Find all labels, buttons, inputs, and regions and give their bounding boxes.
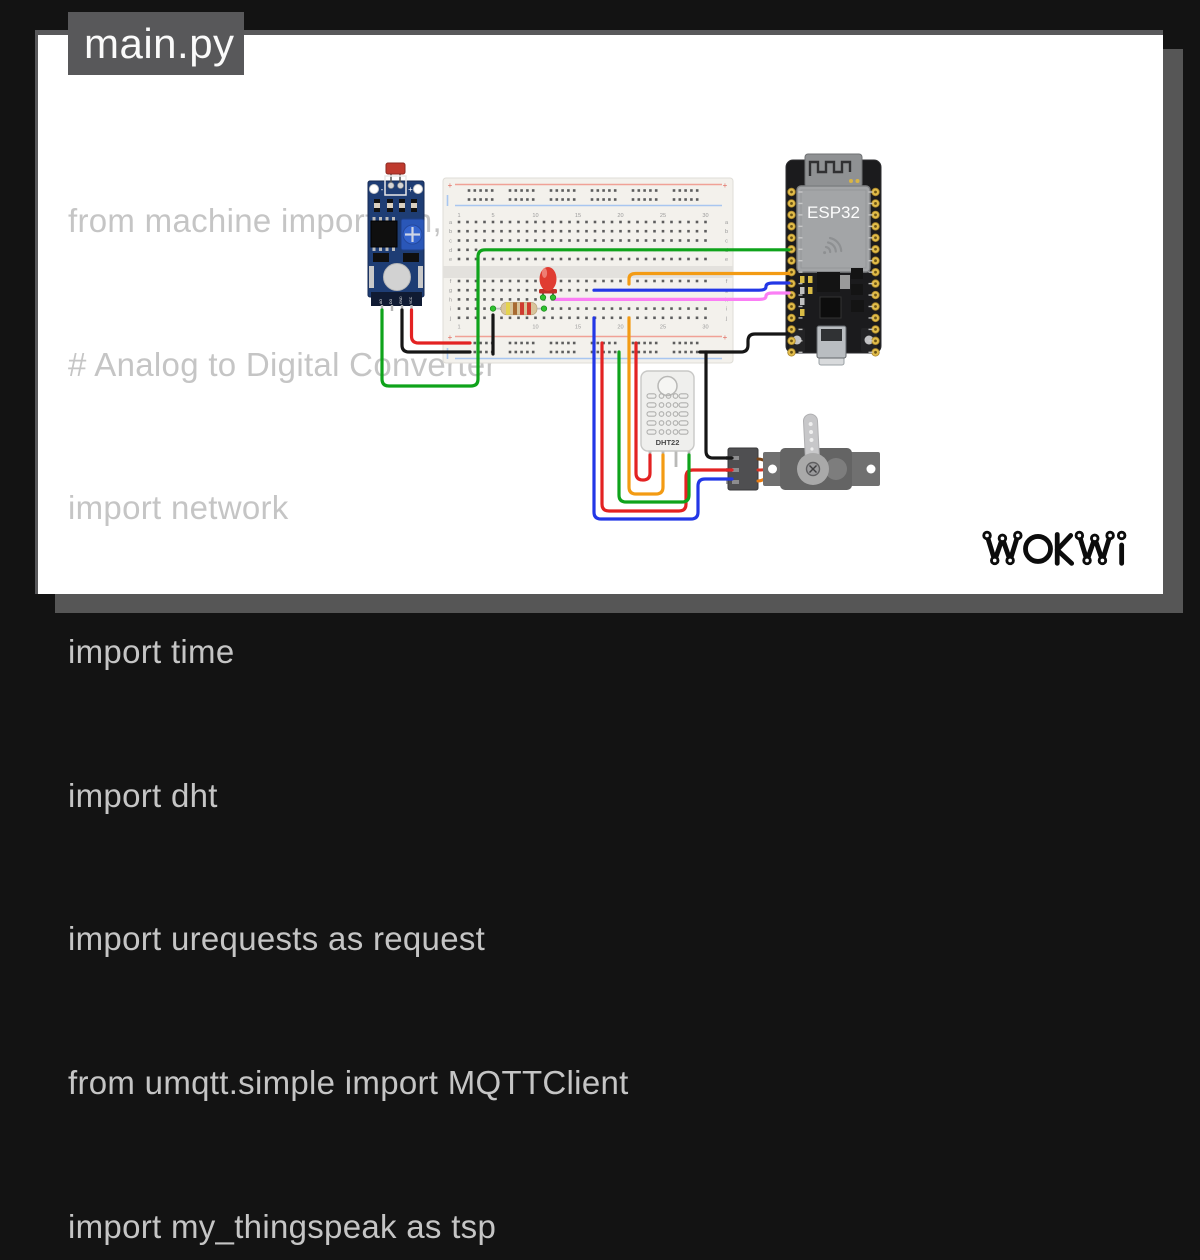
code-line: from umqtt.simple import MQTTClient <box>68 1064 629 1102</box>
code-line: from machine import Pin, PWM, ADC <box>68 201 621 239</box>
logo-letter-o <box>1023 534 1053 564</box>
code-line: import my_thingspeak as tsp <box>68 1207 497 1245</box>
code-snippet: from machine import Pin, PWM, ADC # Anal… <box>68 101 629 1260</box>
filename-tab: main.py <box>68 12 244 75</box>
code-line: # Analog to Digital Converter <box>68 345 497 383</box>
code-line: import dht <box>68 776 218 814</box>
wokwi-logo <box>982 530 1127 566</box>
code-line: import time <box>68 632 235 670</box>
social-card-background: from machine import Pin, PWM, ADC # Anal… <box>35 12 1163 1245</box>
filename-label: main.py <box>84 19 235 67</box>
logo-letter-k <box>1054 532 1075 566</box>
code-line: import network <box>68 489 289 527</box>
code-line: import urequests as request <box>68 920 486 958</box>
